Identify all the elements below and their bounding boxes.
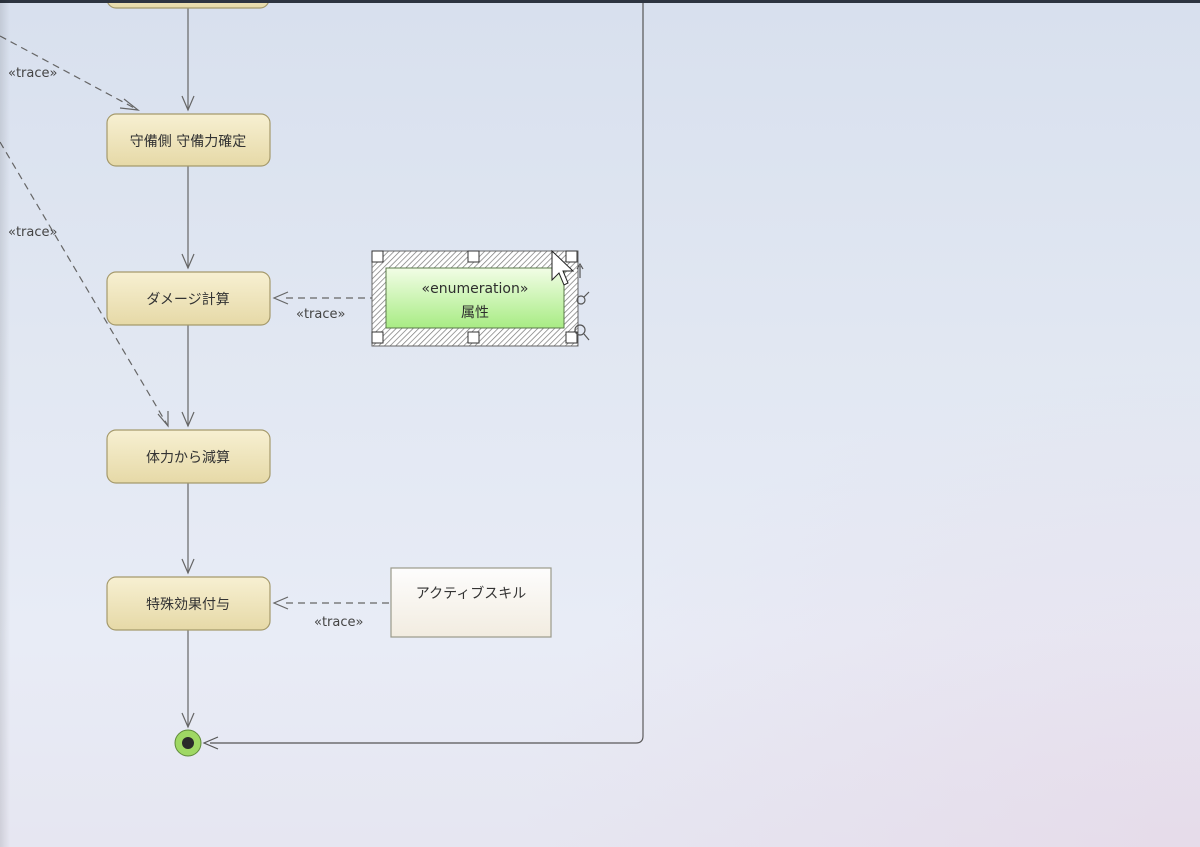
trace-label-3: «trace» bbox=[296, 307, 346, 322]
screen-top-edge bbox=[0, 0, 1200, 3]
enumeration-stereotype: «enumeration» bbox=[421, 281, 529, 297]
action-label-hp-subtract: 体力から減算 bbox=[146, 450, 230, 466]
control-flows bbox=[181, 8, 195, 729]
action-node-hp-subtract[interactable] bbox=[106, 429, 271, 484]
enumeration-box[interactable] bbox=[385, 267, 565, 329]
selection-quicktools[interactable] bbox=[574, 262, 590, 341]
mouse-cursor-icon bbox=[551, 249, 575, 286]
enumeration-selected[interactable] bbox=[371, 249, 590, 347]
class-box-label: アクティブスキル bbox=[415, 586, 527, 602]
enumeration-name: 属性 bbox=[461, 305, 489, 321]
trace-label-1: «trace» bbox=[8, 66, 58, 81]
action-node-damage-calc[interactable] bbox=[106, 271, 271, 326]
class-box-active-skill[interactable] bbox=[390, 567, 552, 638]
trace-label-4: «trace» bbox=[314, 615, 364, 630]
action-node-defense-determine[interactable] bbox=[106, 113, 271, 167]
activity-final-node[interactable] bbox=[174, 729, 202, 757]
action-nodes bbox=[106, 0, 271, 631]
trace-dependencies bbox=[0, 35, 391, 610]
action-label-special-effect: 特殊効果付与 bbox=[146, 597, 230, 613]
action-label-damage-calc: ダメージ計算 bbox=[146, 292, 230, 308]
partition-frame bbox=[210, 0, 644, 744]
action-label-defense-determine: 守備側 守備力確定 bbox=[129, 134, 247, 150]
action-node-special-effect[interactable] bbox=[106, 576, 271, 631]
trace-label-2: «trace» bbox=[8, 225, 58, 240]
selection-handles[interactable] bbox=[371, 250, 578, 344]
frame-arrowhead bbox=[202, 736, 219, 750]
